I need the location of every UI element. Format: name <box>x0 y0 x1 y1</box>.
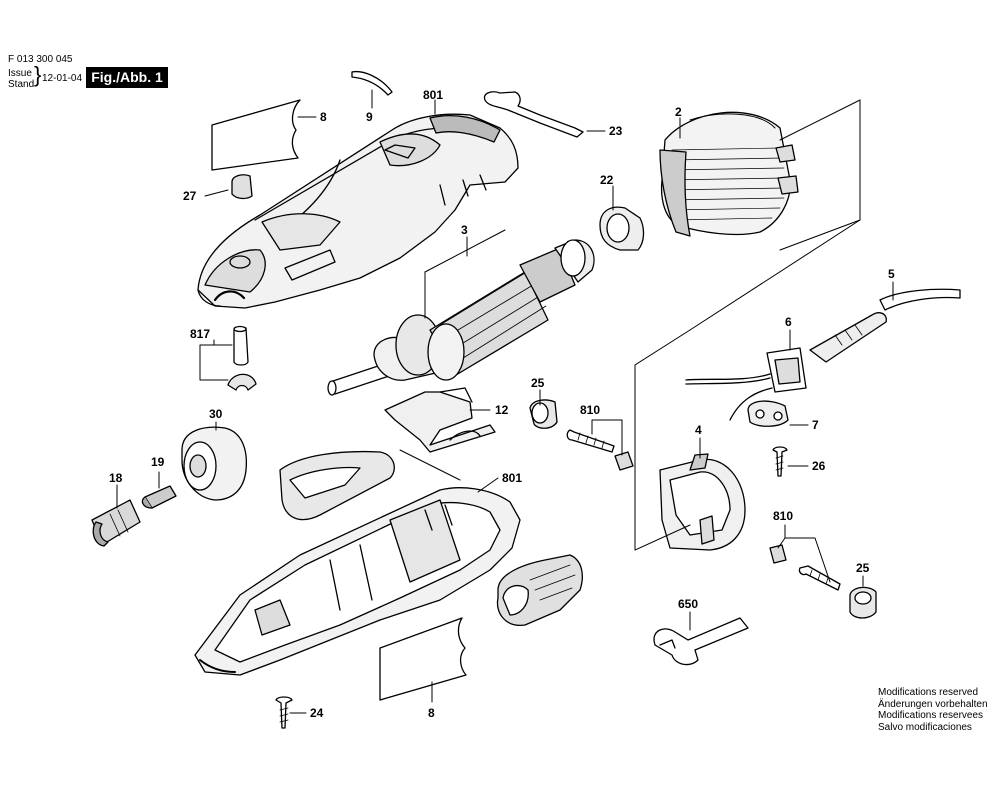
bracket-12 <box>384 387 496 453</box>
note-fr: Modifications reservees <box>878 710 984 721</box>
part-label-6: 6 <box>785 315 792 329</box>
note-de: Änderungen vorbehalten <box>878 698 988 710</box>
part-label-5: 5 <box>888 267 895 281</box>
housing-bottom-shell <box>194 450 583 676</box>
nut-30 <box>181 426 248 501</box>
part-label-801-bottom: 801 <box>502 471 522 485</box>
screw-24 <box>275 696 293 729</box>
part-label-2: 2 <box>675 105 682 119</box>
part-label-8-top: 8 <box>320 110 327 124</box>
part-label-12: 12 <box>495 403 509 417</box>
note-en: Modifications reserved <box>878 687 979 698</box>
part-label-26: 26 <box>812 459 826 473</box>
part-label-810-mid: 810 <box>580 403 600 417</box>
wire-clip-23 <box>483 91 584 138</box>
grommet-6 <box>685 347 807 421</box>
bearing-22 <box>599 206 645 251</box>
screw-810-right <box>769 544 841 591</box>
part-label-27: 27 <box>183 189 197 203</box>
issue-label-en: Issue <box>8 68 32 79</box>
field-coil <box>659 111 799 237</box>
part-label-22: 22 <box>600 173 614 187</box>
note-es: Salvo modificaciones <box>878 721 972 733</box>
bearing-25-mid <box>529 399 558 429</box>
cap-27 <box>231 174 253 200</box>
screw-26 <box>772 446 788 477</box>
pin-817 <box>227 325 257 391</box>
part-label-24: 24 <box>310 706 324 720</box>
leader-lines <box>116 89 894 714</box>
part-label-3: 3 <box>461 223 468 237</box>
bearing-25-right <box>849 586 877 619</box>
label-plate-bottom <box>379 617 467 701</box>
collet-nut-18 <box>91 499 141 547</box>
part-label-7: 7 <box>812 418 819 432</box>
part-labels: 801 9 8 23 2 27 22 3 5 817 6 25 810 12 7… <box>109 88 895 720</box>
part-label-817: 817 <box>190 327 210 341</box>
part-label-19: 19 <box>151 455 165 469</box>
part-label-650: 650 <box>678 597 698 611</box>
part-label-30: 30 <box>209 407 223 421</box>
spanner-650 <box>653 617 749 666</box>
part-label-25-mid: 25 <box>531 376 545 390</box>
strip-9 <box>351 70 393 96</box>
housing-top-shell <box>197 113 519 309</box>
brush-holder-4 <box>659 453 746 551</box>
part-label-8-bottom: 8 <box>428 706 435 720</box>
cable-clamp-7 <box>747 400 789 427</box>
armature <box>327 239 595 396</box>
collet-19 <box>141 485 177 509</box>
part-label-801-top: 801 <box>423 88 443 102</box>
modifications-note: Modifications reserved Änderungen vorbeh… <box>878 687 988 733</box>
document-number: F 013 300 045 <box>8 54 73 65</box>
part-label-4: 4 <box>695 423 702 437</box>
part-label-9: 9 <box>366 110 373 124</box>
part-label-25-right: 25 <box>856 561 870 575</box>
issue-date: 12-01-04 <box>42 73 83 84</box>
cable-5 <box>809 288 961 363</box>
group-outlines <box>399 99 861 551</box>
issue-label-de: Stand <box>8 79 35 90</box>
issue-brace: } <box>34 62 42 87</box>
issue-label: Issue Stand <box>8 68 34 90</box>
screw-810-mid <box>566 429 634 471</box>
label-plate-top <box>211 99 301 171</box>
part-label-810-right: 810 <box>773 509 793 523</box>
part-label-23: 23 <box>609 124 623 138</box>
part-label-18: 18 <box>109 471 123 485</box>
figure-label: Fig./Abb. 1 <box>86 67 168 88</box>
